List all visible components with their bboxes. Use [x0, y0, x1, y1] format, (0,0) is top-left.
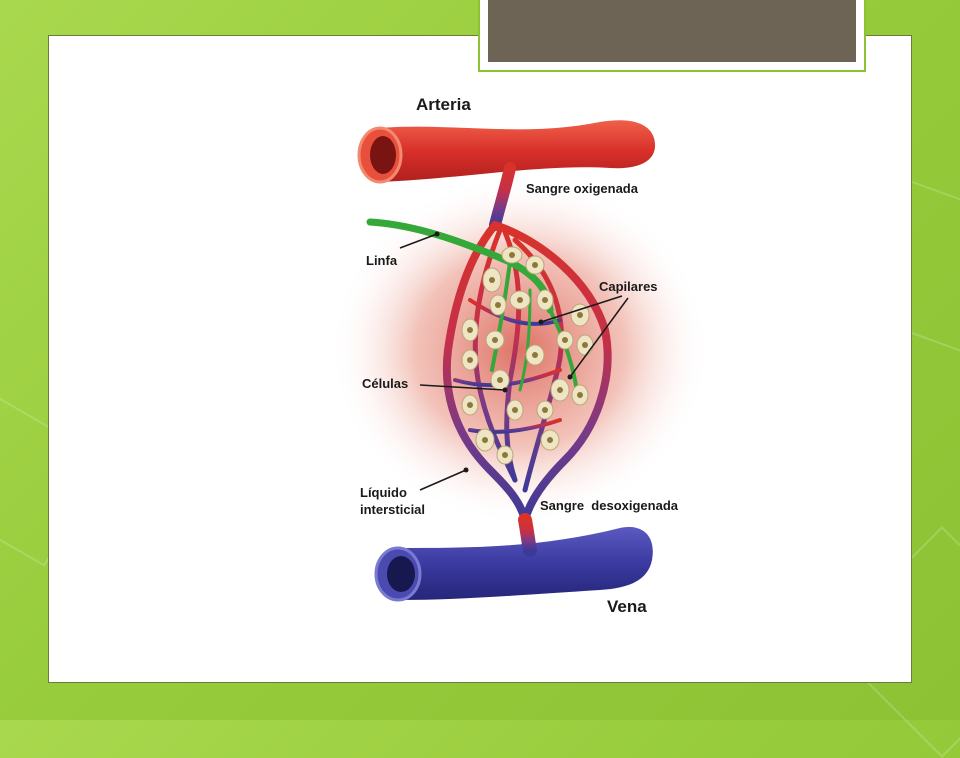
label-linfa: Linfa [366, 253, 398, 268]
cell-nuclei [467, 252, 588, 458]
leader-lines [399, 233, 629, 491]
label-arteria: Arteria [416, 95, 471, 114]
label-celulas: Células [362, 376, 408, 391]
capillary-diagram: Arteria Sangre oxigenada Linfa Capilares… [330, 95, 710, 616]
label-intersticial: intersticial [360, 502, 425, 517]
artery-vessel [380, 120, 656, 182]
title-bar [488, 0, 856, 62]
label-liquido: Líquido [360, 485, 407, 500]
label-capilares: Capilares [599, 279, 658, 294]
vein-lumen [387, 556, 415, 592]
artery-lumen [370, 136, 396, 174]
title-tab [478, 0, 866, 72]
lymph-vessel [366, 218, 580, 402]
interstitial-glow [330, 175, 710, 525]
label-sangre-desoxigenada: Sangre desoxigenada [540, 498, 679, 513]
vein-vessel [398, 527, 653, 600]
label-vena: Vena [607, 597, 647, 616]
leader-dots [434, 231, 573, 473]
label-sangre-oxigenada: Sangre oxigenada [526, 181, 639, 196]
